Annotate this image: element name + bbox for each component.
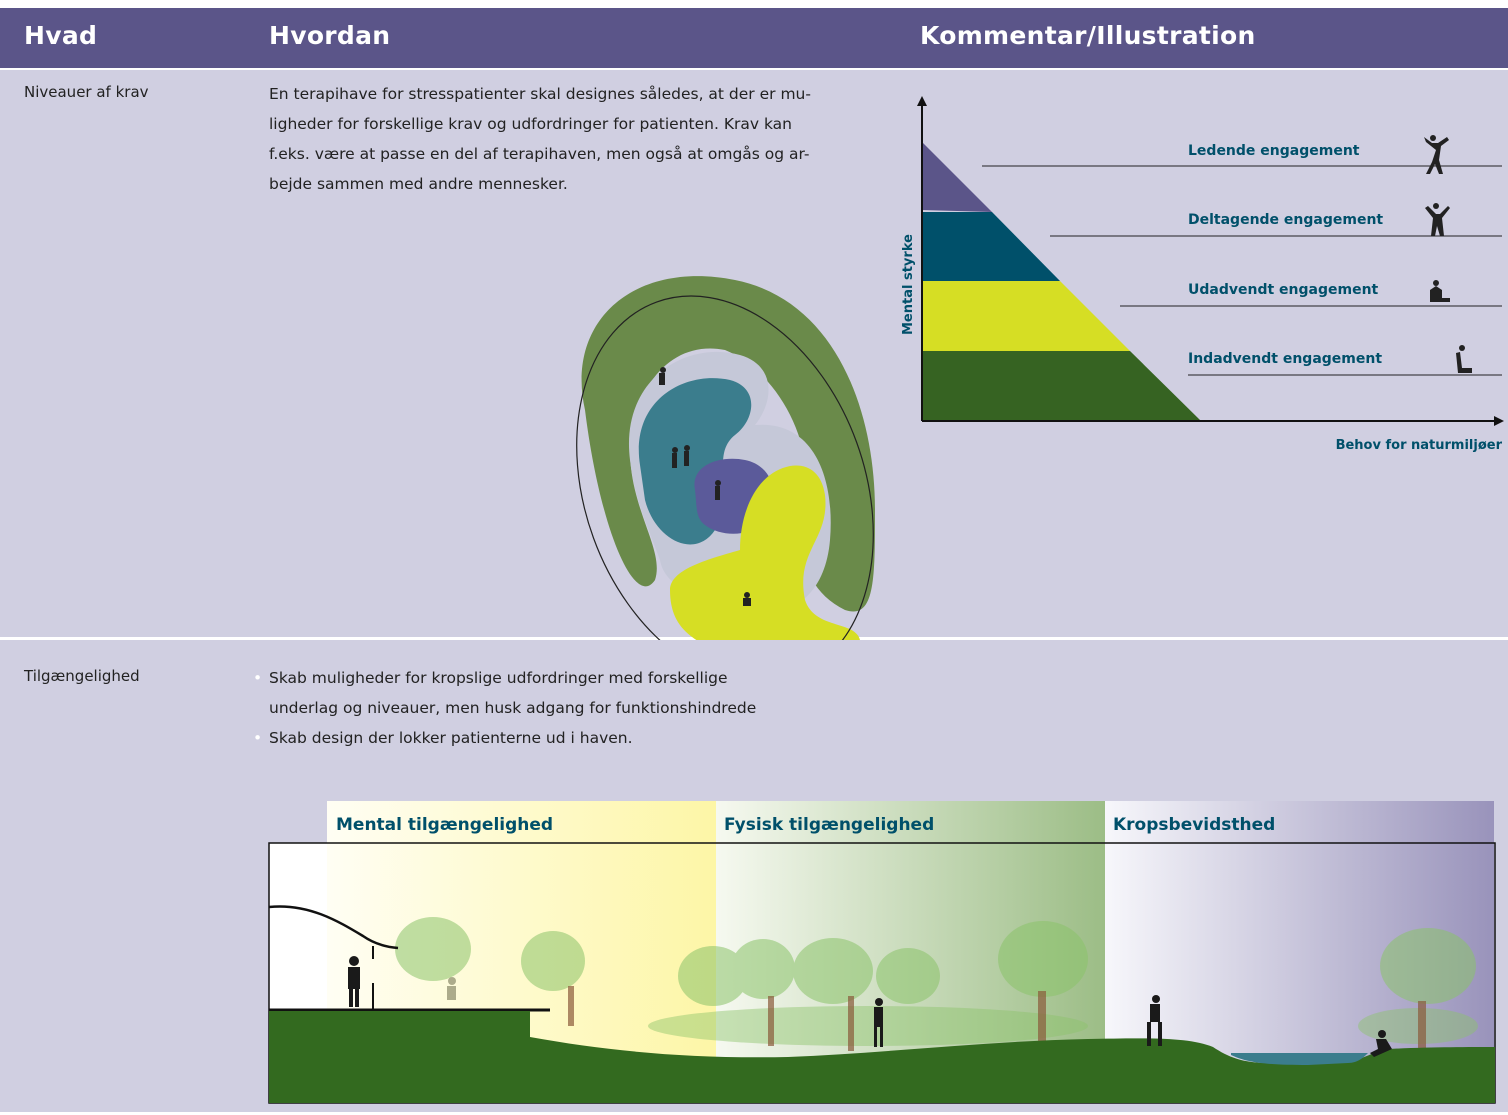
text-line: bejde sammen med andre mennesker. <box>269 175 568 193</box>
y-axis-label: Mental styrke <box>901 234 916 335</box>
section-title: Mental tilgængelighed <box>336 815 553 835</box>
ground <box>269 1011 1495 1103</box>
level-label: Udadvendt engagement <box>1188 282 1379 298</box>
garden-zone-plan <box>576 276 875 685</box>
bullet-item: • Skab design der lokker patienterne ud … <box>253 723 633 753</box>
row-niveauer: Niveauer af krav En terapihave for stres… <box>0 70 1508 685</box>
engagement-chart: Ledende engagement Deltagende engagement… <box>901 96 1504 453</box>
band-ledende <box>922 142 992 212</box>
bullet-line: Skab muligheder for kropslige udfordring… <box>269 669 728 687</box>
bullet-icon: • <box>253 729 263 747</box>
band-indadvendt <box>922 351 1200 420</box>
pond <box>1231 1053 1368 1065</box>
figure-icons <box>659 367 751 606</box>
header-hvordan: Hvordan <box>269 21 391 50</box>
bullet-line: underlag og niveauer, men husk adgang fo… <box>269 699 757 717</box>
engagement-figures <box>1424 135 1472 373</box>
level-label: Indadvendt engagement <box>1188 351 1382 367</box>
row-tilgaengelighed: Tilgængelighed • Skab muligheder for kro… <box>0 640 1508 1112</box>
level-label: Ledende engagement <box>1188 143 1360 159</box>
band-deltagende <box>922 212 1060 281</box>
bullet-line: Skab design der lokker patienterne ud i … <box>269 729 633 747</box>
header-kommentar: Kommentar/Illustration <box>920 21 1256 50</box>
level-label: Deltagende engagement <box>1188 212 1383 228</box>
section-title: Kropsbevidsthed <box>1113 815 1275 835</box>
row-label-tilgaengelighed: Tilgængelighed <box>24 667 140 685</box>
bullet-item: • Skab muligheder for kropslige udfordri… <box>253 663 757 723</box>
accessibility-section: Mental tilgængelighed Fysisk tilgængelig… <box>268 801 1496 1104</box>
text-line: f.eks. være at passe en del af terapihav… <box>269 145 810 163</box>
tree-icons <box>395 917 1476 1006</box>
header-hvad: Hvad <box>24 21 98 50</box>
person-icons <box>348 956 1392 1057</box>
zone-deltagende <box>638 378 752 545</box>
row-text-niveauer: En terapihave for stresspatienter skal d… <box>269 79 869 199</box>
section-title: Fysisk tilgængelighed <box>724 815 934 835</box>
row-label-niveauer: Niveauer af krav <box>24 83 149 101</box>
text-line: ligheder for forskellige krav og udfordr… <box>269 115 792 133</box>
zone-udadvendt <box>670 465 860 674</box>
band-udadvendt <box>922 281 1130 351</box>
bullet-icon: • <box>253 669 263 687</box>
text-line: En terapihave for stresspatienter skal d… <box>269 85 811 103</box>
x-axis-label: Behov for naturmiljøer <box>1336 438 1503 453</box>
table-header: Hvad Hvordan Kommentar/Illustration <box>0 8 1508 68</box>
